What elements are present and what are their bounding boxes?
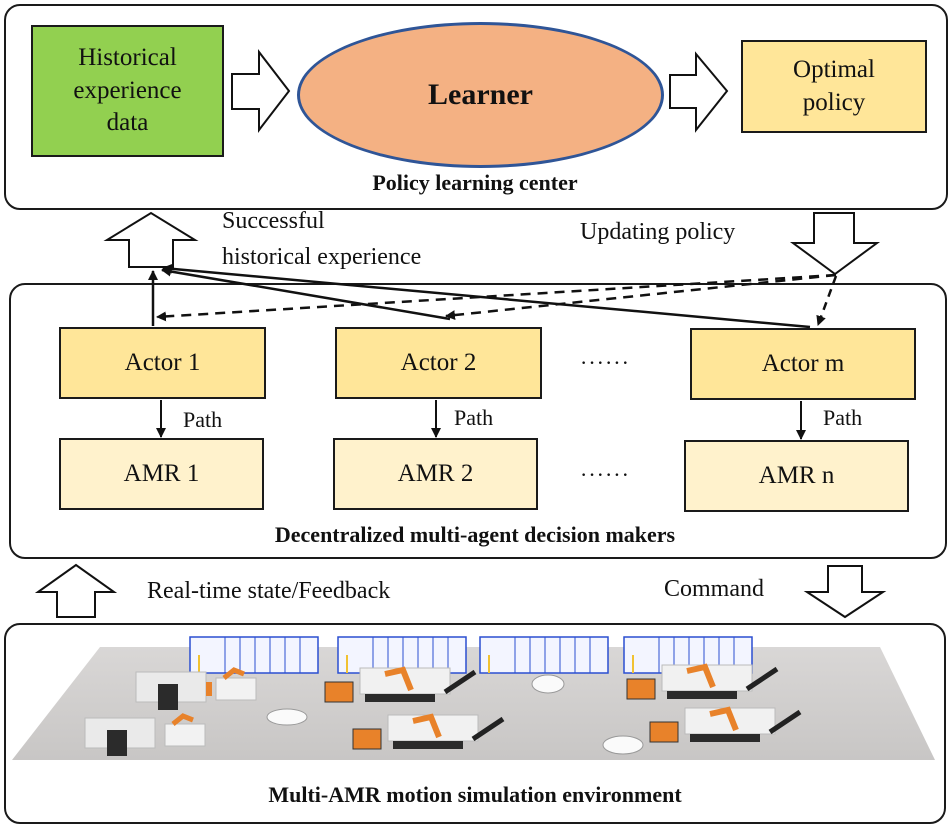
actor-2-box[interactable]: Actor 2 — [335, 327, 542, 399]
simulation-environment-title: Multi-AMR motion simulation environment — [268, 782, 682, 807]
optimal-line-1: Optimal — [793, 56, 875, 83]
learner-label: Learner — [428, 78, 533, 111]
dashed-to-actorm — [816, 275, 838, 326]
actor-m-label: Actor m — [761, 350, 845, 377]
policy-learning-center-title: Policy learning center — [372, 170, 578, 195]
dashed-to-actor1 — [156, 273, 837, 322]
updating-policy-label: Updating policy — [580, 219, 736, 245]
block-arrow-to-policy — [669, 51, 729, 133]
amr-2-box[interactable]: AMR 2 — [333, 438, 538, 510]
arrow-actor2-up — [161, 266, 451, 321]
block-arrow-to-learner — [231, 49, 291, 133]
path-label-2: Path — [454, 405, 494, 430]
path-label-m: Path — [823, 405, 863, 430]
actor-1-box[interactable]: Actor 1 — [59, 327, 266, 399]
factory-simulation-scene — [12, 636, 935, 760]
actor-2-label: Actor 2 — [400, 349, 477, 376]
block-arrow-up-feedback — [34, 563, 118, 618]
learner-ellipse[interactable]: Learner — [297, 22, 664, 168]
block-arrow-down-policy — [789, 212, 881, 276]
actor-ellipsis: ······ — [580, 350, 630, 375]
amr-2-label: AMR 2 — [397, 460, 474, 487]
historical-line-1: Historical — [78, 44, 177, 72]
machine-cells — [84, 663, 802, 756]
block-arrow-up-experience — [103, 211, 199, 268]
amr-1-label: AMR 1 — [123, 460, 200, 487]
actor-1-label: Actor 1 — [124, 349, 201, 376]
decision-makers-title: Decentralized multi-agent decision maker… — [274, 522, 676, 547]
path-label-1: Path — [183, 407, 223, 432]
amr-n-box[interactable]: AMR n — [684, 440, 909, 512]
successful-label-line-2: historical experience — [222, 244, 422, 270]
command-label: Command — [664, 576, 764, 602]
amr-robots — [266, 674, 644, 755]
amr-1-box[interactable]: AMR 1 — [59, 438, 264, 510]
historical-line-3: data — [106, 109, 149, 137]
actor-m-box[interactable]: Actor m — [690, 328, 916, 400]
storage-racks — [189, 636, 753, 674]
successful-label-line-1: Successful — [222, 208, 325, 234]
optimal-policy-box[interactable]: Optimal policy — [741, 40, 927, 133]
historical-line-2: experience — [73, 76, 182, 104]
block-arrow-down-command — [803, 565, 887, 619]
optimal-line-2: policy — [802, 88, 866, 116]
historical-experience-data-box[interactable]: Historical experience data — [31, 25, 224, 157]
amr-ellipsis: ······ — [580, 462, 630, 487]
dashed-to-actor2 — [445, 273, 837, 321]
arrow-actorm-up — [162, 263, 811, 329]
feedback-label: Real-time state/Feedback — [147, 578, 391, 604]
amr-n-label: AMR n — [758, 462, 835, 489]
